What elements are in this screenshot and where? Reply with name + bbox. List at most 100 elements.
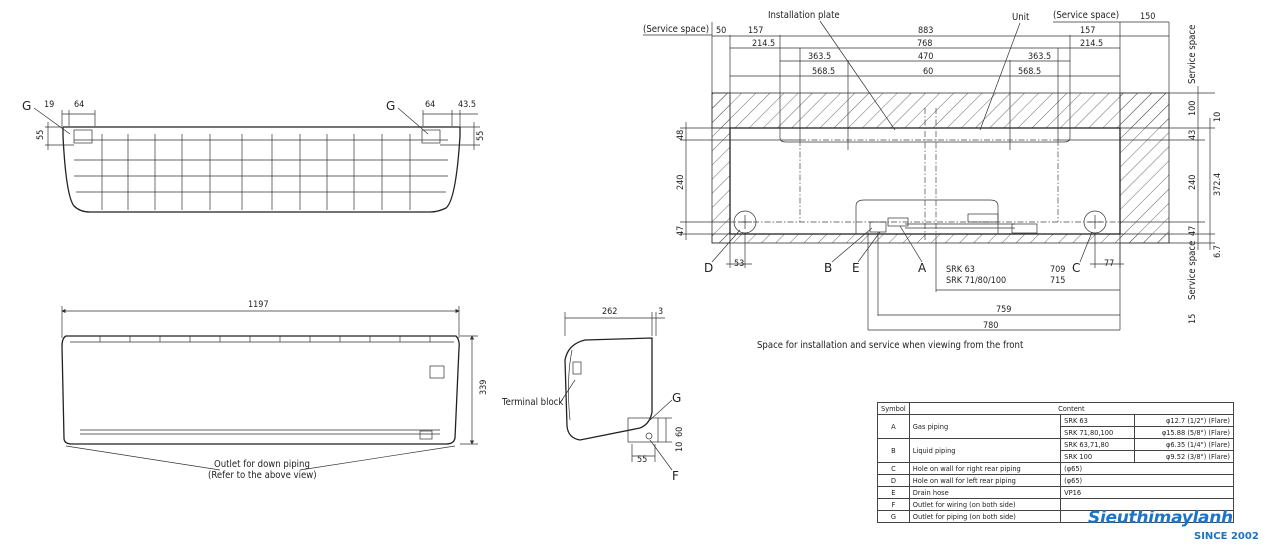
row-symbol: B bbox=[877, 438, 910, 463]
row-model: SRK 63,71,80 bbox=[1060, 438, 1135, 451]
side-dim-3: 3 bbox=[658, 307, 663, 317]
dim-715: 715 bbox=[1050, 276, 1065, 286]
label-c: C bbox=[1072, 261, 1080, 275]
model-srk71: SRK 71/80/100 bbox=[946, 276, 1006, 286]
row-value: φ9.52 (3/8") (Flare) bbox=[1134, 450, 1234, 463]
row-value: φ6.35 (1/4") (Flare) bbox=[1134, 438, 1234, 451]
dim-10-right: 10 bbox=[1213, 112, 1223, 122]
dim-214-5-right: 214.5 bbox=[1080, 39, 1103, 49]
dim-470: 470 bbox=[918, 52, 933, 62]
dim-6-7: 6.7 bbox=[1213, 245, 1223, 258]
table-row: E Drain hose VP16 bbox=[877, 486, 1234, 499]
table-row: D Hole on wall for left rear piping (φ65… bbox=[877, 474, 1234, 487]
dim-372-4: 372.4 bbox=[1213, 173, 1223, 196]
side-dim-262: 262 bbox=[602, 307, 617, 317]
front-dim-height: 339 bbox=[479, 380, 489, 395]
dim-100-right: 100 bbox=[1188, 101, 1198, 116]
front-dim-width: 1197 bbox=[248, 300, 269, 310]
dim-883: 883 bbox=[918, 26, 933, 36]
row-name: Liquid piping bbox=[908, 438, 1062, 463]
label-g-left: G bbox=[22, 99, 31, 113]
side-dim-60: 60 bbox=[675, 427, 685, 437]
header-symbol: Symbol bbox=[877, 402, 910, 415]
service-space-right-label: (Service space) bbox=[1053, 10, 1119, 21]
side-dim-55: 55 bbox=[637, 455, 647, 465]
row-symbol: F bbox=[877, 498, 910, 511]
piping-spec-table: Symbol Content A Gas piping SRK 63 φ12.7… bbox=[877, 402, 1235, 523]
row-symbol: D bbox=[877, 474, 910, 487]
dim-48-left: 48 bbox=[676, 130, 686, 140]
label-e: E bbox=[852, 261, 860, 275]
table-header-row: Symbol Content bbox=[877, 402, 1235, 415]
row-symbol: C bbox=[877, 462, 910, 475]
dim-240-right: 240 bbox=[1188, 175, 1198, 190]
row-name: Hole on wall for right rear piping bbox=[908, 462, 1062, 475]
dim-47-left: 47 bbox=[676, 226, 686, 236]
row-model: SRK 71,80,100 bbox=[1060, 426, 1135, 439]
label-a: A bbox=[918, 261, 927, 275]
unit-label: Unit bbox=[1012, 12, 1030, 23]
row-name: Outlet for piping (on both side) bbox=[908, 510, 1062, 523]
table-row: F Outlet for wiring (on both side) bbox=[877, 498, 1234, 511]
dim-214-5-left: 214.5 bbox=[752, 39, 775, 49]
row-model: VP16 bbox=[1060, 486, 1234, 499]
label-f-side: F bbox=[672, 469, 679, 483]
dim-77: 77 bbox=[1104, 259, 1114, 269]
brand-tagline: SINCE 2002 bbox=[1194, 531, 1259, 542]
row-symbol: E bbox=[877, 486, 910, 499]
top-dim-55-right: 55 bbox=[476, 131, 486, 141]
brand-name: Sieuthimaylanh bbox=[1088, 508, 1233, 528]
brand-logo: Sieuthimaylanh SINCE 2002 bbox=[1088, 508, 1276, 548]
row-name: Drain hose bbox=[908, 486, 1062, 499]
dim-47-right: 47 bbox=[1188, 226, 1198, 236]
dim-157-left: 157 bbox=[748, 26, 763, 36]
top-dim-64-left: 64 bbox=[74, 100, 84, 110]
row-model: (φ65) bbox=[1060, 462, 1234, 475]
row-symbol: A bbox=[877, 414, 910, 439]
dim-150: 150 bbox=[1140, 12, 1155, 22]
service-space-left-label: (Service space) bbox=[643, 24, 709, 35]
dim-60-top: 60 bbox=[923, 67, 933, 77]
table-row: A Gas piping SRK 63 φ12.7 (1/2") (Flare) bbox=[877, 414, 1234, 439]
table-row: G Outlet for piping (on both side) bbox=[877, 510, 1234, 523]
dim-157-right: 157 bbox=[1080, 26, 1095, 36]
side-dim-10: 10 bbox=[675, 442, 685, 452]
service-space-bottom-label: Service space bbox=[1187, 241, 1198, 300]
model-srk63: SRK 63 bbox=[946, 265, 975, 275]
top-view: 19 64 64 43.5 55 55 G G bbox=[22, 99, 486, 213]
dim-363-5-left: 363.5 bbox=[808, 52, 831, 62]
row-model: (φ65) bbox=[1060, 474, 1234, 487]
dim-568-5-right: 568.5 bbox=[1018, 67, 1041, 77]
outlet-down-piping-note: (Refer to the above view) bbox=[208, 470, 317, 481]
top-dim-55-left: 55 bbox=[36, 130, 46, 140]
installation-plate-label: Installation plate bbox=[768, 10, 840, 21]
outlet-down-piping-label: Outlet for down piping bbox=[214, 459, 310, 470]
dim-50: 50 bbox=[716, 26, 726, 36]
table-row: B Liquid piping SRK 63,71,80 φ6.35 (1/4"… bbox=[877, 438, 1234, 463]
dim-240-left: 240 bbox=[676, 175, 686, 190]
row-name: Gas piping bbox=[908, 414, 1062, 439]
label-b: B bbox=[824, 261, 832, 275]
dim-363-5-right: 363.5 bbox=[1028, 52, 1051, 62]
dim-780: 780 bbox=[983, 321, 998, 331]
dim-43-right: 43 bbox=[1188, 130, 1198, 140]
front-view: 1197 339 Outlet for down piping (Refer t… bbox=[61, 300, 489, 481]
dim-709: 709 bbox=[1050, 265, 1065, 275]
dim-53: 53 bbox=[734, 259, 744, 269]
row-value: φ15.88 (5/8") (Flare) bbox=[1134, 426, 1234, 439]
row-value: φ12.7 (1/2") (Flare) bbox=[1134, 414, 1234, 427]
header-content: Content bbox=[908, 402, 1235, 415]
row-model: SRK 63 bbox=[1060, 414, 1135, 427]
service-view-caption: Space for installation and service when … bbox=[757, 340, 1024, 351]
terminal-block-label: Terminal block bbox=[501, 397, 563, 408]
row-name: Outlet for wiring (on both side) bbox=[908, 498, 1062, 511]
label-d: D bbox=[704, 261, 713, 275]
top-dim-64-right: 64 bbox=[425, 100, 435, 110]
top-dim-43-5: 43.5 bbox=[458, 100, 476, 110]
row-symbol: G bbox=[877, 510, 910, 523]
table-row: C Hole on wall for right rear piping (φ6… bbox=[877, 462, 1234, 475]
service-space-top-label: Service space bbox=[1187, 25, 1198, 84]
row-empty bbox=[1060, 510, 1234, 523]
dim-759: 759 bbox=[996, 305, 1011, 315]
label-g-side: G bbox=[672, 391, 681, 405]
